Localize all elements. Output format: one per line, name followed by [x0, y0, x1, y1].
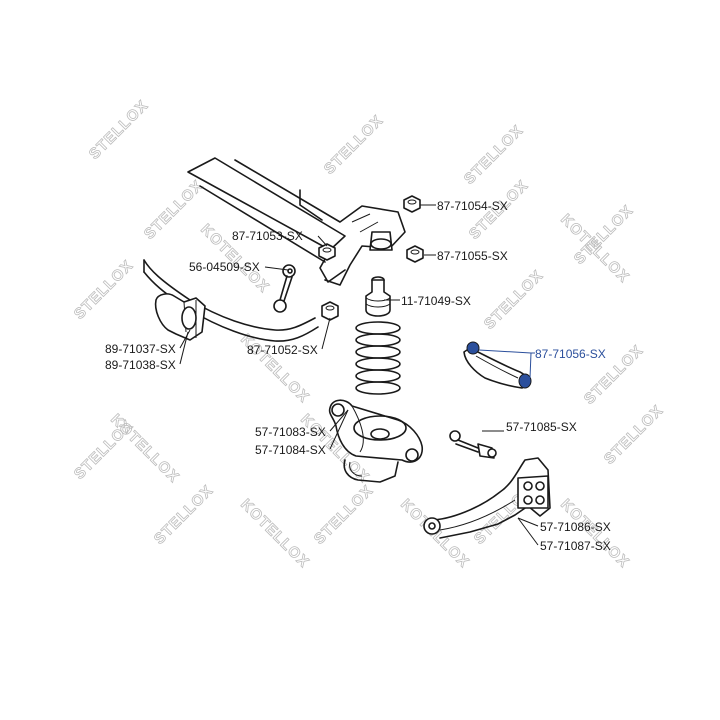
lower-arm-bracket: [343, 459, 399, 483]
watermark: STELLOX: [311, 482, 377, 548]
part-label: 56-04509-SX: [189, 260, 260, 274]
part-label: 87-71053-SX: [232, 229, 303, 243]
highlight-bushing: [466, 341, 480, 355]
watermark: STELLOX: [71, 257, 137, 323]
watermark: STELLOX: [86, 97, 152, 163]
trailing-arm: [423, 457, 551, 539]
part-label: 11-71049-SX: [401, 294, 471, 308]
part-label: 87-71055-SX: [437, 249, 508, 263]
watermark: STELLOX: [461, 122, 527, 188]
watermark: KOTELLOX: [237, 496, 312, 571]
watermark: STELLOX: [141, 177, 207, 243]
toe-link: [449, 430, 497, 459]
watermark: STELLOX: [601, 402, 667, 468]
watermark: STELLOX: [481, 267, 547, 333]
coil-spring: [355, 321, 401, 395]
upper-control-arm: [463, 341, 532, 389]
watermark: STELLOX: [71, 417, 137, 483]
stabilizer-link: [273, 264, 296, 313]
nut-87-71055: [406, 245, 424, 263]
nut-87-71054: [403, 195, 421, 213]
nut-87-71052: [321, 301, 339, 321]
part-label: 89-71038-SX: [105, 358, 176, 372]
highlight-bushing: [518, 373, 532, 389]
part-labels: 87-71054-SX 87-71053-SX 87-71055-SX 56-0…: [105, 199, 611, 553]
leader-lines: [179, 204, 539, 546]
part-label: 57-71084-SX: [255, 443, 326, 457]
part-label: 57-71086-SX: [540, 520, 611, 534]
stabilizer-bushing: [154, 293, 206, 341]
bump-stop: [365, 276, 391, 317]
lower-spring-arm: [328, 399, 424, 463]
watermark: STELLOX: [151, 482, 217, 548]
stabilizer-bar: [143, 259, 319, 342]
part-label: 87-71054-SX: [437, 199, 508, 213]
part-label: 57-71085-SX: [506, 420, 577, 434]
highlighted-part-label: 87-71056-SX: [535, 347, 606, 361]
part-label: 87-71052-SX: [247, 343, 318, 357]
nut-87-71053: [318, 243, 336, 261]
watermark: STELLOX: [321, 112, 387, 178]
part-label: 89-71037-SX: [105, 342, 176, 356]
part-label: 57-71083-SX: [255, 425, 326, 439]
part-label: 57-71087-SX: [540, 539, 611, 553]
